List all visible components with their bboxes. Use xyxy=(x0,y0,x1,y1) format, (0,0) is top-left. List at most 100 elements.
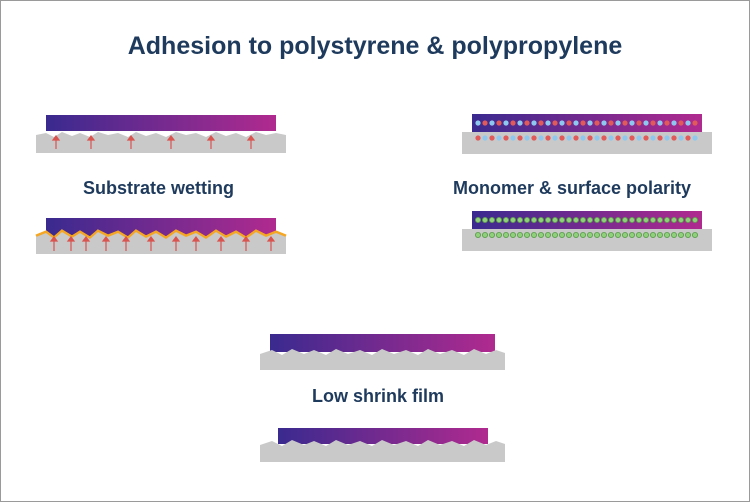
charge-dot xyxy=(552,135,558,141)
neutral-dot xyxy=(607,231,614,238)
charge-dot xyxy=(622,135,628,141)
charge-dot xyxy=(608,135,614,141)
neutral-dot xyxy=(510,231,517,238)
charge-dot xyxy=(489,120,495,126)
charge-dot xyxy=(566,135,572,141)
neutral-dot xyxy=(635,216,642,223)
neutral-dot xyxy=(503,216,510,223)
neutral-dot xyxy=(663,216,670,223)
charge-dot xyxy=(636,135,642,141)
film-layer xyxy=(270,334,495,352)
neutral-dot xyxy=(566,231,573,238)
neutral-dot xyxy=(691,231,698,238)
charge-row-film xyxy=(475,120,698,126)
neutral-dot xyxy=(587,231,594,238)
charge-dot xyxy=(643,120,649,126)
neutral-dot xyxy=(614,231,621,238)
charge-dot xyxy=(650,135,656,141)
charge-dot xyxy=(531,135,537,141)
charge-dot xyxy=(545,120,551,126)
neutral-dot xyxy=(593,216,600,223)
charge-dot xyxy=(503,120,509,126)
charge-dot xyxy=(517,135,523,141)
neutral-dot xyxy=(545,216,552,223)
charge-dot xyxy=(482,135,488,141)
neutral-dot xyxy=(628,231,635,238)
label-monomer-polarity: Monomer & surface polarity xyxy=(453,178,692,198)
neutral-dot xyxy=(684,216,691,223)
neutral-dot xyxy=(677,231,684,238)
diagram-title: Adhesion to polystyrene & polypropylene xyxy=(127,32,623,60)
neutral-dot xyxy=(621,231,628,238)
neutral-dot xyxy=(517,216,524,223)
charge-dot xyxy=(580,135,586,141)
charge-dot xyxy=(678,135,684,141)
wetting-interface xyxy=(35,229,287,240)
neutral-dot xyxy=(677,216,684,223)
charge-dot xyxy=(601,135,607,141)
charge-row-surface xyxy=(475,135,698,141)
charge-dot xyxy=(643,135,649,141)
neutral-dot xyxy=(531,231,538,238)
low-shrink-before xyxy=(260,334,505,370)
neutral-dot xyxy=(496,216,503,223)
charge-dot xyxy=(678,120,684,126)
neutral-dot xyxy=(524,231,531,238)
neutral-dot xyxy=(663,231,670,238)
neutral-dot xyxy=(670,216,677,223)
neutral-dot xyxy=(559,231,566,238)
charge-dot xyxy=(657,135,663,141)
charge-dot xyxy=(538,120,544,126)
charge-dot xyxy=(573,120,579,126)
charge-dot xyxy=(580,120,586,126)
charge-dot xyxy=(664,120,670,126)
film-layer xyxy=(472,211,702,229)
neutral-dot xyxy=(488,216,495,223)
charge-dot xyxy=(692,120,698,126)
charge-dot xyxy=(636,120,642,126)
charge-dot xyxy=(503,135,509,141)
neutral-dot xyxy=(649,216,656,223)
charge-dot xyxy=(594,120,600,126)
substrate-layer xyxy=(36,232,286,254)
charge-dot xyxy=(615,135,621,141)
charge-dot xyxy=(524,135,530,141)
charge-dot xyxy=(594,135,600,141)
neutral-dot xyxy=(691,216,698,223)
neutral-dot xyxy=(580,231,587,238)
charge-dot xyxy=(510,135,516,141)
neutral-dot xyxy=(510,216,517,223)
neutral-dot xyxy=(635,231,642,238)
charge-dot xyxy=(629,120,635,126)
charge-dot xyxy=(692,135,698,141)
charge-dot xyxy=(671,135,677,141)
neutral-dot xyxy=(531,216,538,223)
charge-dot xyxy=(552,120,558,126)
neutral-dot xyxy=(488,231,495,238)
neutral-dot xyxy=(656,231,663,238)
neutral-dot xyxy=(538,216,545,223)
neutral-dot xyxy=(607,216,614,223)
charge-dot xyxy=(615,120,621,126)
charge-dot xyxy=(510,120,516,126)
neutral-dot xyxy=(552,231,559,238)
neutral-dot xyxy=(474,231,481,238)
charge-dot xyxy=(475,120,481,126)
neutral-dot xyxy=(538,231,545,238)
charge-dot xyxy=(496,120,502,126)
charge-dot xyxy=(545,135,551,141)
polarity-charged xyxy=(462,114,712,154)
neutral-dot xyxy=(593,231,600,238)
charge-dot xyxy=(559,120,565,126)
charge-dot xyxy=(496,135,502,141)
charge-dot xyxy=(587,135,593,141)
neutral-dot xyxy=(670,231,677,238)
film-layer xyxy=(46,115,276,131)
neutral-dot xyxy=(656,216,663,223)
neutral-dot xyxy=(642,216,649,223)
charge-dot xyxy=(573,135,579,141)
low-shrink-after xyxy=(260,428,505,462)
neutral-dot xyxy=(573,231,580,238)
charge-dot xyxy=(657,120,663,126)
charge-dot xyxy=(650,120,656,126)
